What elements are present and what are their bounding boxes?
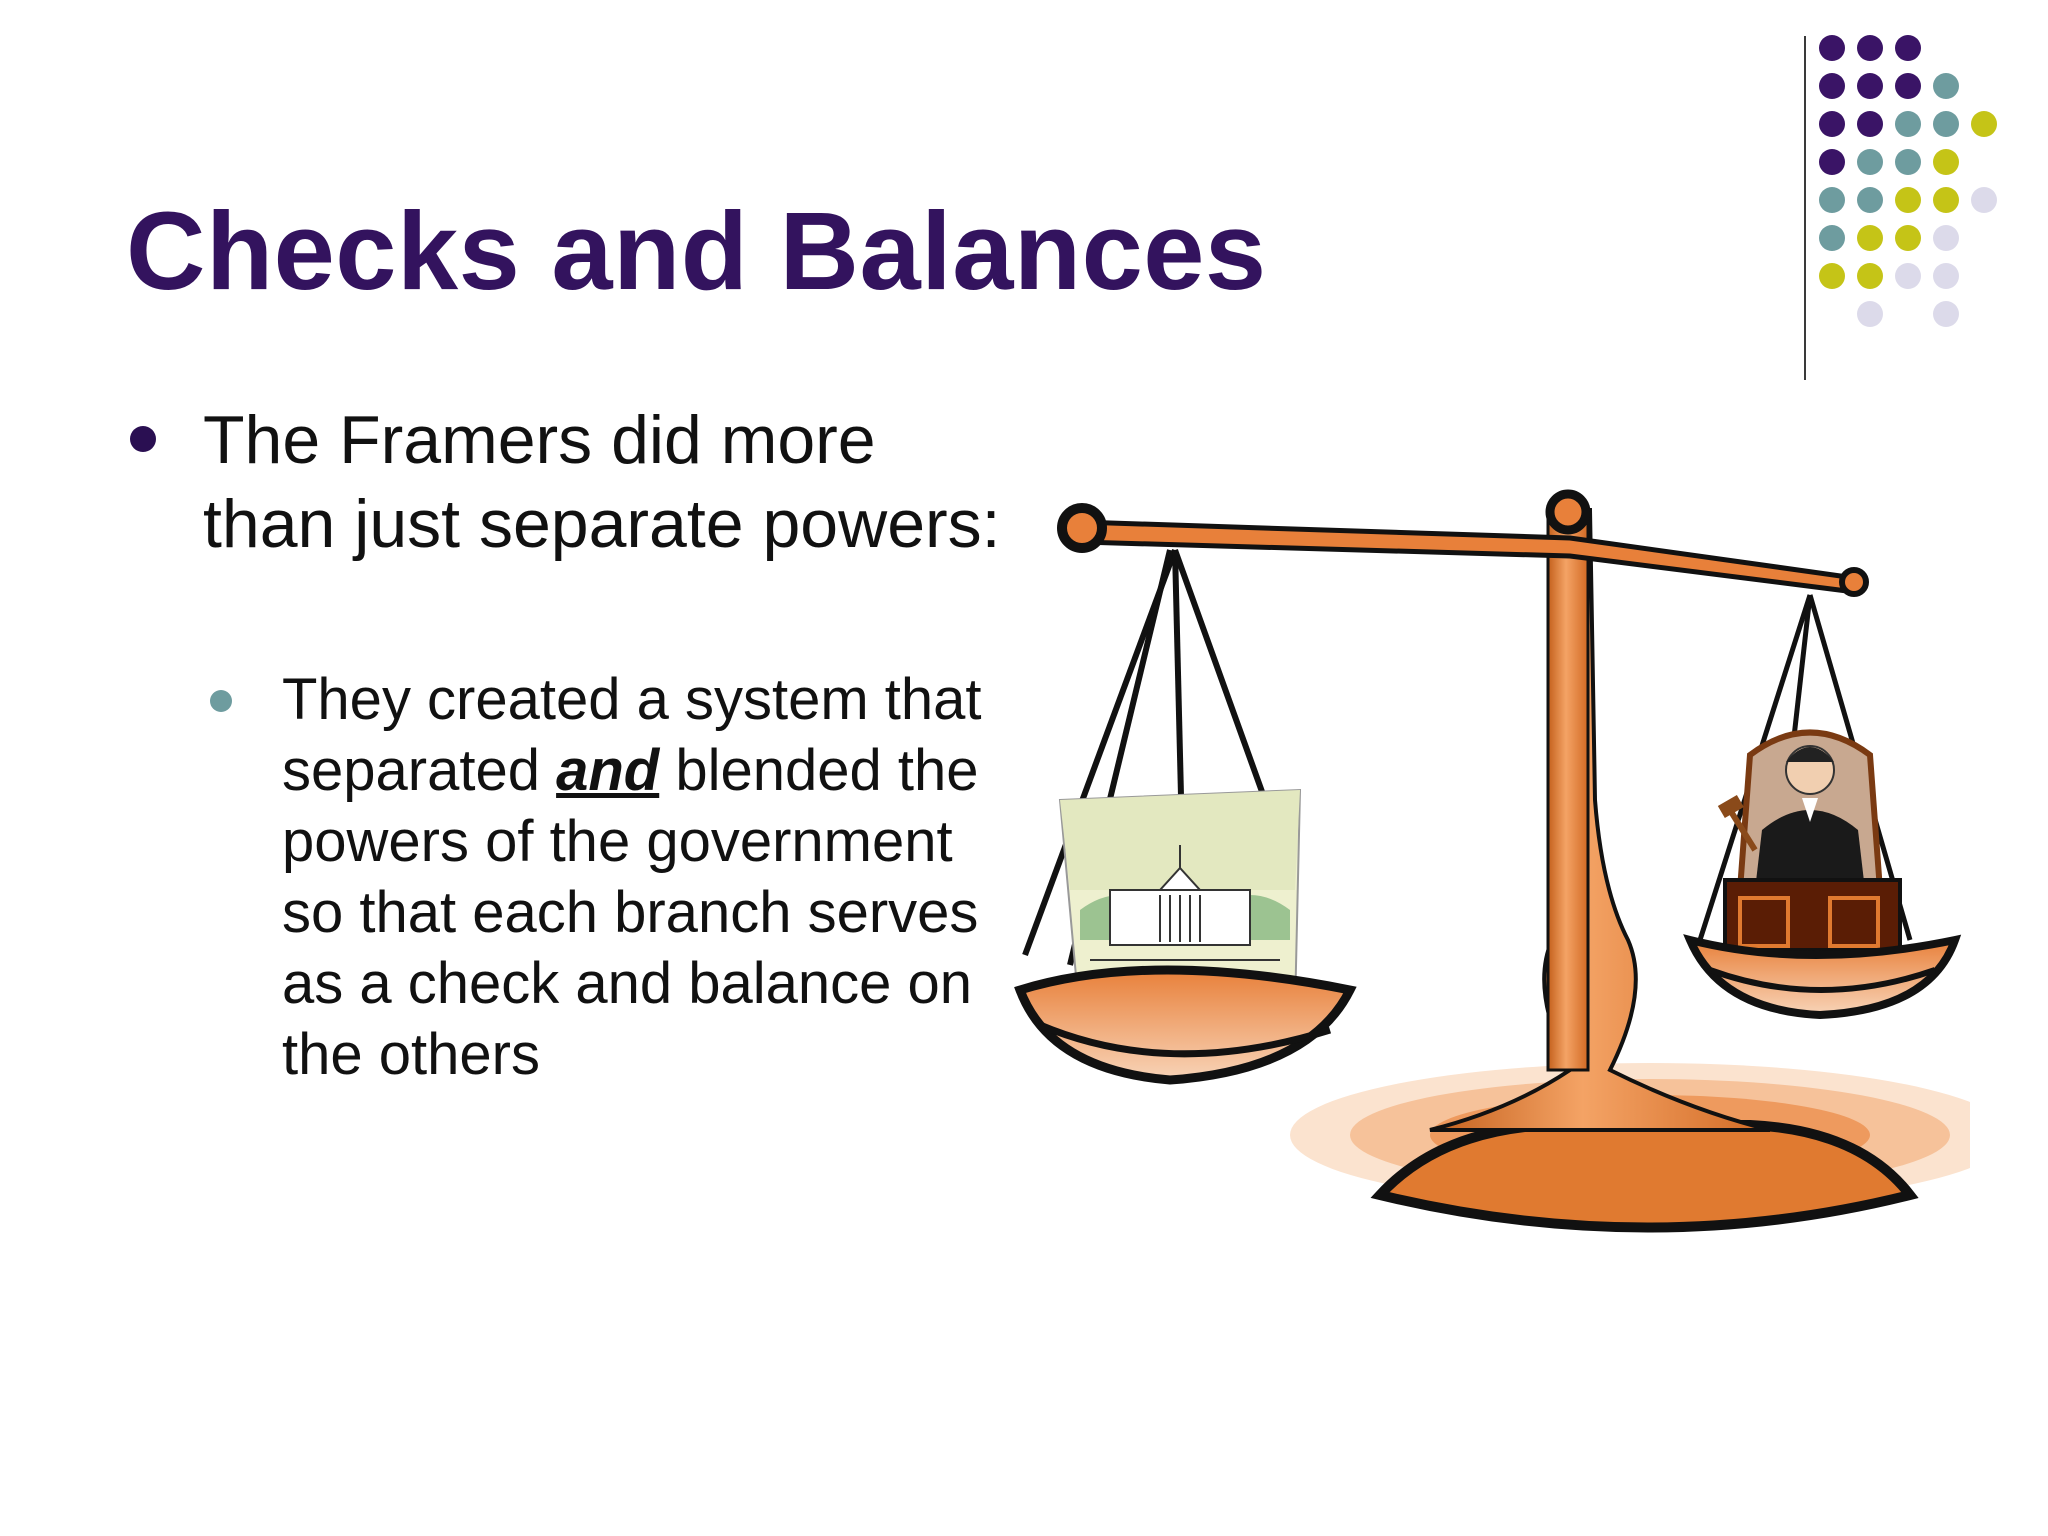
beam-pivot-knob [1545, 489, 1591, 535]
decorative-dot-teal [1819, 225, 1845, 251]
scale-base [1370, 1120, 1919, 1233]
decorative-dot-purple [1819, 149, 1845, 175]
sub-bullet-marker [210, 690, 232, 712]
judge-image [1717, 729, 1902, 952]
decorative-dot-purple [1819, 35, 1845, 61]
decorative-dot-teal [1857, 149, 1883, 175]
sub-bullet-emphasis: and [556, 738, 660, 803]
decorative-dot-lavender [1933, 301, 1959, 327]
left-scale-pan [1014, 965, 1357, 1085]
decorative-dot-purple [1895, 35, 1921, 61]
decorative-dot-olive [1857, 263, 1883, 289]
decorative-dot-olive [1933, 149, 1959, 175]
decorative-dot-lavender [1857, 301, 1883, 327]
decorative-dot-teal [1819, 187, 1845, 213]
decorative-dot-lavender [1895, 263, 1921, 289]
decorative-dot-teal [1857, 187, 1883, 213]
beam-left-knob [1057, 503, 1107, 553]
bullet-text: The Framers did more than just separate … [203, 402, 1001, 562]
scale-beam [1077, 519, 1858, 595]
bullet-marker [130, 426, 156, 452]
decorative-dot-teal [1895, 149, 1921, 175]
decorative-dot-lavender [1933, 225, 1959, 251]
right-scale-pan [1683, 934, 1962, 1020]
decorative-dot-purple [1857, 111, 1883, 137]
decorative-dot-purple [1819, 111, 1845, 137]
sub-bullet-text: They created a system that separated and… [282, 664, 1002, 1090]
decorative-dot-teal [1895, 111, 1921, 137]
decorative-dot-teal [1933, 73, 1959, 99]
decorative-dot-purple [1857, 73, 1883, 99]
decorative-dot-purple [1819, 73, 1845, 99]
decorative-dot-olive [1895, 225, 1921, 251]
decorative-dot-purple [1895, 73, 1921, 99]
decorative-dot-olive [1933, 187, 1959, 213]
decorative-dot-purple [1857, 35, 1883, 61]
decorative-dot-olive [1819, 263, 1845, 289]
beam-right-knob [1839, 567, 1869, 597]
sub-bullet-text-start: They created a system that separated [282, 667, 982, 803]
title-divider-line [1804, 36, 1806, 380]
decorative-dot-olive [1857, 225, 1883, 251]
decorative-dot-lavender [1971, 187, 1997, 213]
decorative-dot-olive [1971, 111, 1997, 137]
decorative-dot-olive [1895, 187, 1921, 213]
scale-post-column [1546, 508, 1590, 1072]
balance-scale-illustration [1014, 489, 1970, 1233]
decorative-dot-lavender [1933, 263, 1959, 289]
decorative-dot-teal [1933, 111, 1959, 137]
scale-post [1429, 508, 1771, 1132]
slide-title: Checks and Balances [126, 190, 1267, 313]
sub-bullet-text-end: blended the powers of the government so … [282, 738, 979, 1087]
decorative-dot-grid [1819, 35, 1997, 327]
